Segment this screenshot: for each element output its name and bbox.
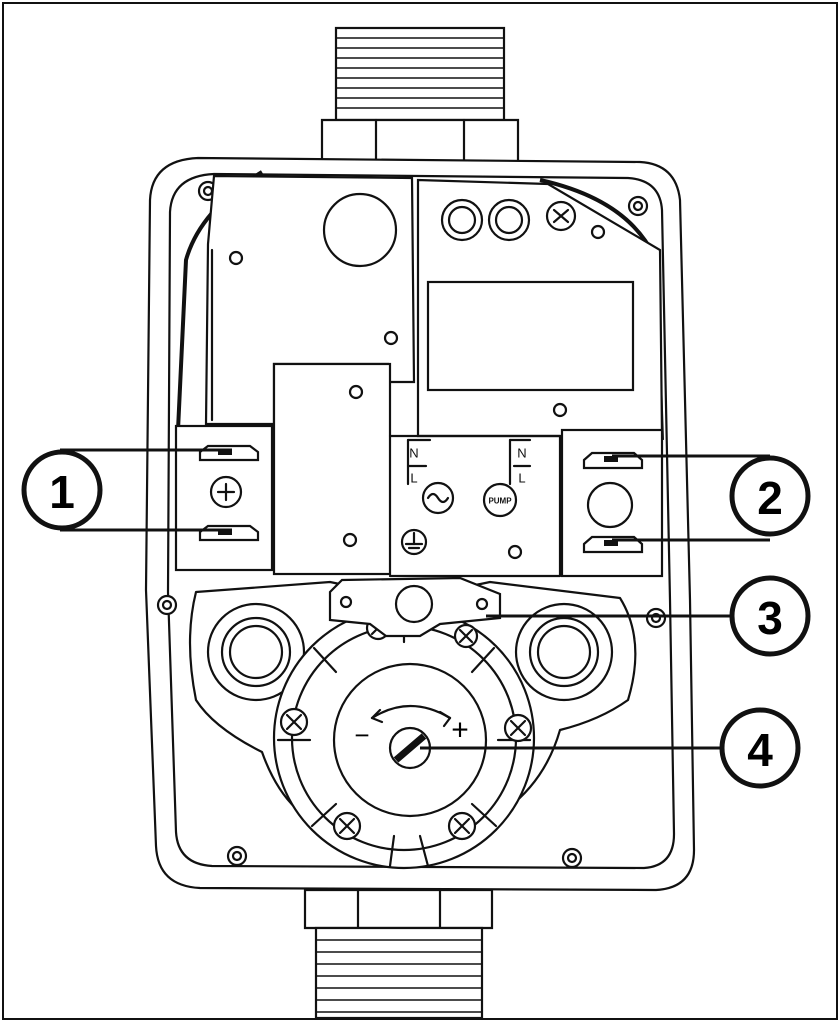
line-n-label: N — [409, 446, 418, 461]
pump-cable-gland — [586, 481, 634, 529]
callout-4-label: 4 — [747, 724, 773, 776]
callout-4-marker: 4 — [719, 707, 801, 789]
dial-screw-left — [279, 707, 309, 737]
top-pipe-thread — [334, 26, 506, 122]
dial-plus-label: + — [451, 714, 469, 747]
callout-2-leaders — [612, 454, 770, 542]
pump-symbol-label: PUMP — [488, 497, 512, 506]
dial-screw-right — [503, 713, 533, 743]
ac-symbol-icon — [426, 492, 450, 504]
pump-symbol-icon — [482, 482, 518, 518]
line-l-label: L — [410, 471, 417, 486]
ground-icon — [400, 528, 428, 556]
cable-gland-left — [206, 602, 306, 702]
pcb-right-module — [416, 178, 664, 438]
callout-2-marker: 2 — [729, 455, 811, 537]
top-hex-nut — [320, 118, 520, 167]
input-terminal-compartment — [174, 424, 274, 572]
pump-terminal-compartment — [560, 428, 664, 578]
bottom-pipe-thread — [314, 926, 484, 1020]
corner-screw-bottom-right — [561, 847, 583, 869]
clamp-bracket — [328, 576, 502, 638]
pump-output-labels: N L PUMP — [482, 438, 532, 518]
terminal-posts-top — [440, 198, 577, 242]
pump-n-label: N — [517, 446, 526, 461]
dial-minus-label: − — [354, 720, 369, 750]
cable-gland-right — [514, 602, 614, 702]
dial-screw-top-right — [453, 623, 479, 649]
dial-screw-bottom-left — [332, 811, 362, 841]
corner-screw-bottom-left — [226, 845, 248, 867]
callout-1-label: 1 — [49, 466, 75, 518]
lower-section-outline — [188, 580, 637, 834]
corner-screw-top-right — [627, 195, 649, 217]
corner-screw-mid-right — [645, 607, 667, 629]
callout-1-leaders — [60, 448, 232, 532]
bottom-hex-nut — [303, 888, 494, 930]
pump-l-label: L — [518, 471, 525, 486]
callout-2-label: 2 — [757, 472, 783, 524]
pressure-adjust-knob: − + — [332, 662, 488, 818]
callout-3-label: 3 — [757, 592, 783, 644]
corner-screw-mid-left — [156, 594, 178, 616]
line-input-labels: N L — [406, 438, 455, 515]
terminal-block-center — [272, 362, 562, 578]
callout-3-marker: 3 — [729, 575, 811, 657]
pcb-left-module — [204, 174, 416, 426]
dial-screw-bottom-right — [447, 811, 477, 841]
callout-1-marker: 1 — [21, 449, 103, 531]
